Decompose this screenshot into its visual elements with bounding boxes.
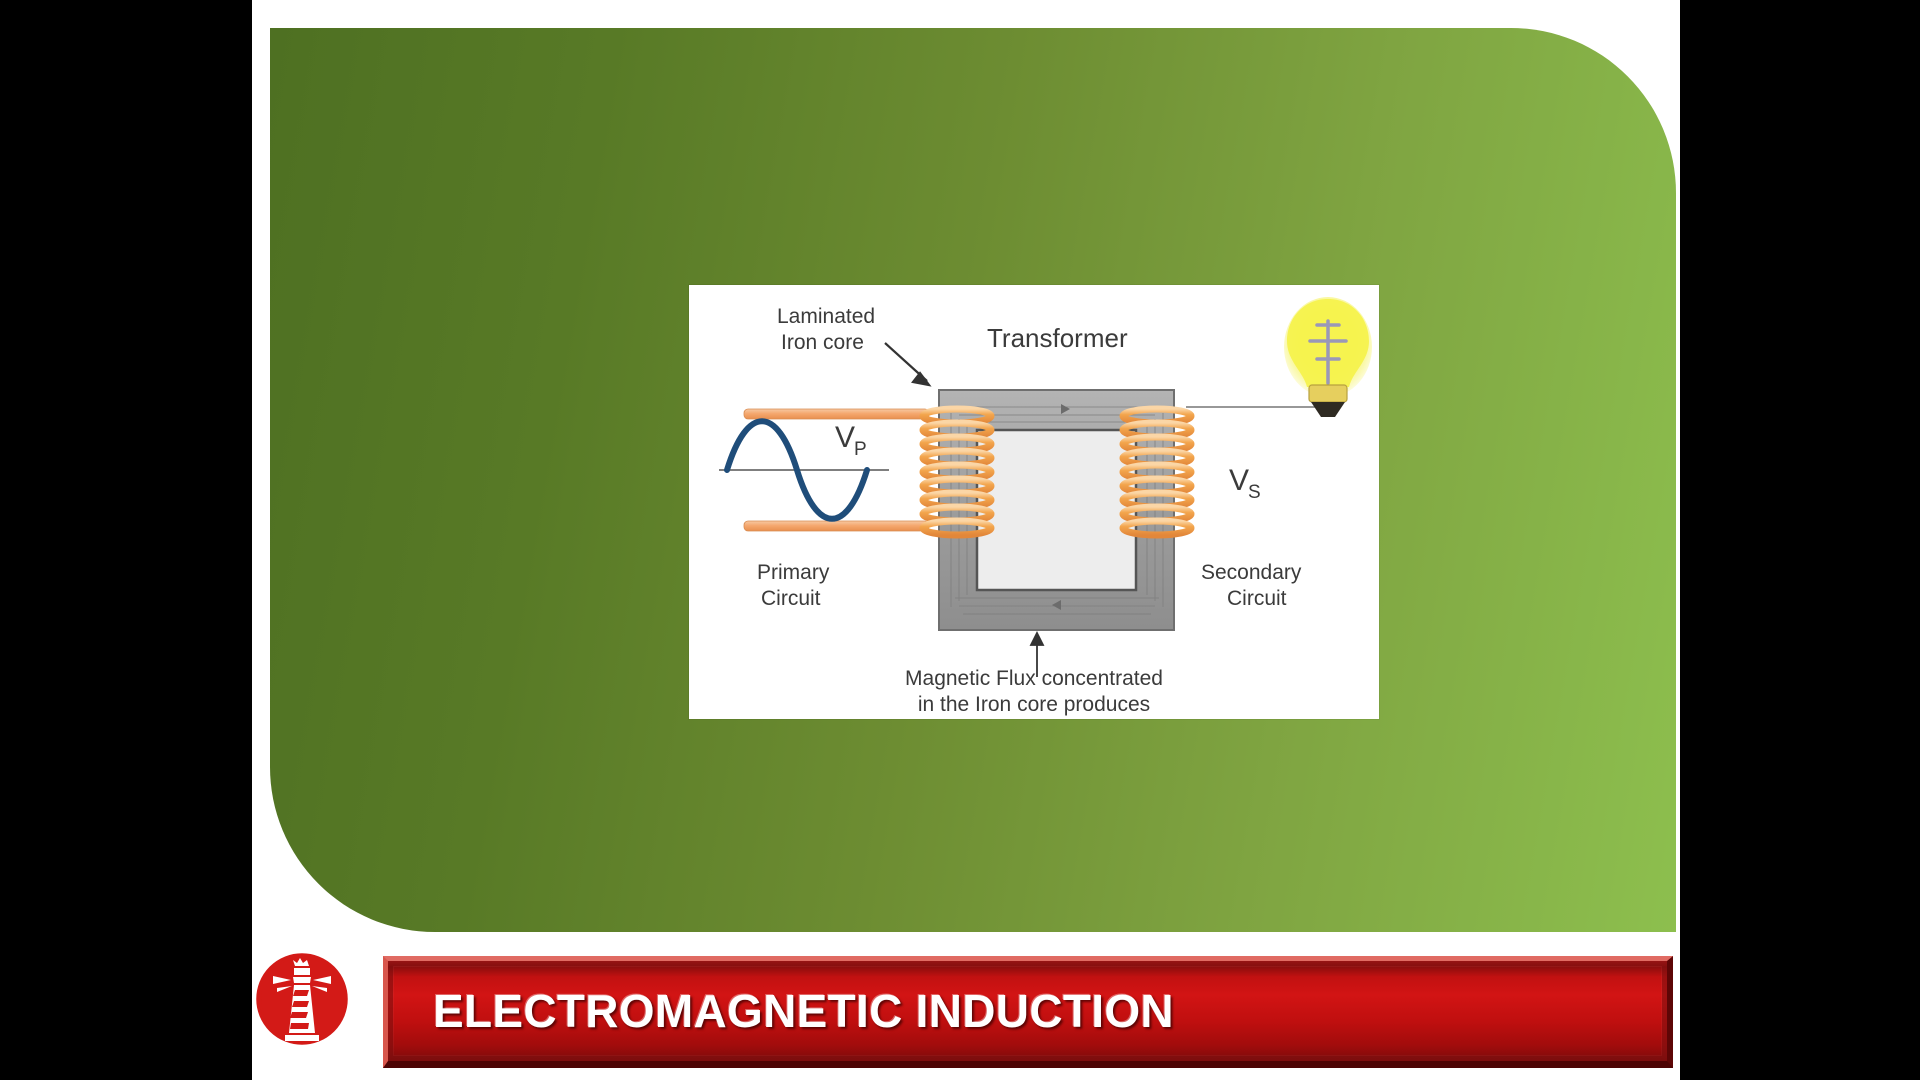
- transformer-title: Transformer: [987, 323, 1128, 353]
- letterbox-left: [0, 0, 252, 1080]
- transformer-diagram: Laminated Iron core Transformer V P V S …: [689, 285, 1379, 719]
- lighthouse-logo: [253, 950, 351, 1048]
- green-content-panel: Laminated Iron core Transformer V P V S …: [270, 28, 1676, 932]
- primary-coil-graphic: [743, 405, 995, 539]
- vp-label: V P: [835, 421, 867, 460]
- flux-pointer: [1029, 630, 1045, 677]
- secondary-coil-graphic: [1119, 405, 1333, 539]
- svg-text:S: S: [1248, 482, 1261, 503]
- svg-text:P: P: [854, 439, 867, 460]
- light-bulb-graphic: [1284, 297, 1372, 417]
- secondary-label-line1: Secondary: [1201, 561, 1302, 584]
- iron-core-pointer: [884, 342, 932, 387]
- slide: Laminated Iron core Transformer V P V S …: [252, 0, 1680, 1080]
- primary-waveform: [719, 418, 889, 522]
- letterbox-right: [1680, 0, 1920, 1080]
- caption-line2: in the Iron core produces: [918, 693, 1150, 716]
- primary-label-line1: Primary: [757, 561, 830, 584]
- vs-label: V S: [1229, 464, 1261, 503]
- caption-line1: Magnetic Flux concentrated: [905, 667, 1163, 690]
- laminated-label-line2: Iron core: [781, 331, 864, 354]
- laminated-label-line1: Laminated: [777, 305, 875, 328]
- slide-title-inner: ELECTROMAGNETIC INDUCTION: [388, 961, 1667, 1061]
- title-area: ELECTROMAGNETIC INDUCTION: [252, 932, 1680, 1080]
- page-title: ELECTROMAGNETIC INDUCTION: [433, 985, 1174, 1037]
- secondary-label-line2: Circuit: [1227, 587, 1287, 610]
- svg-text:V: V: [835, 421, 855, 454]
- primary-label-line2: Circuit: [761, 587, 821, 610]
- svg-text:V: V: [1229, 464, 1249, 497]
- slide-title-bar: ELECTROMAGNETIC INDUCTION: [383, 956, 1673, 1068]
